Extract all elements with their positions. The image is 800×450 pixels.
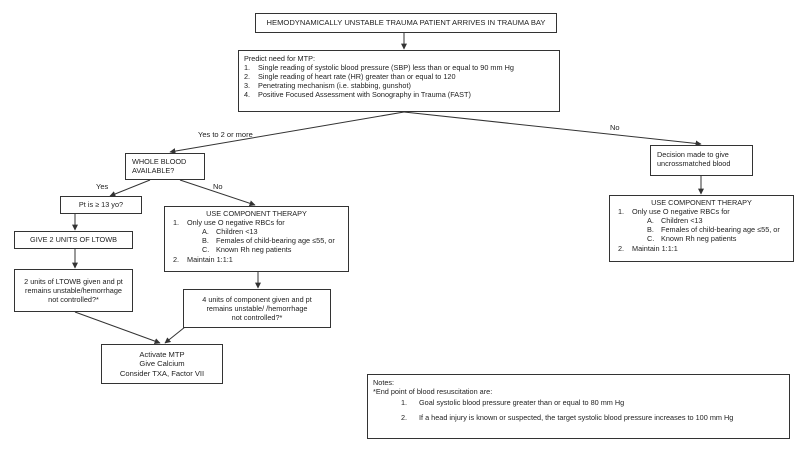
whole-blood-line2: AVAILABLE? [132,166,175,176]
notes-item: 2.If a head injury is known or suspected… [401,413,734,423]
age-box: Pt is ≥ 13 yo? [60,196,142,214]
predict-item: 2.Single reading of heart rate (HR) grea… [244,72,456,82]
predict-item: 4.Positive Focused Assessment with Sonog… [244,90,471,100]
component-right-title: USE COMPONENT THERAPY [651,198,752,207]
start-box-text: HEMODYNAMICALLY UNSTABLE TRAUMA PATIENT … [266,18,546,28]
label-no-blood: No [213,182,223,191]
predict-item: 1.Single reading of systolic blood press… [244,63,514,73]
ltowb-given-box: 2 units of LTOWB given and pt remains un… [14,269,133,312]
whole-blood-line1: WHOLE BLOOD [132,157,187,166]
arrow-predict-to-decision [403,111,702,147]
arrow-predict-to-whole-blood [169,111,405,155]
whole-blood-box: WHOLE BLOOD AVAILABLE? [125,153,205,180]
activate-mtp-box: Activate MTP Give Calcium Consider TXA, … [101,344,223,384]
decision-box: Decision made to give uncrossmatched blo… [650,145,753,176]
predict-item: 3.Penetrating mechanism (i.e. stabbing, … [244,81,411,91]
label-no-top: No [610,123,620,132]
notes-item: 1.Goal systolic blood pressure greater t… [401,398,625,408]
arrow-four-units-to-activate [164,326,186,344]
predict-title: Predict need for MTP: [244,54,315,63]
label-yes-blood: Yes [96,182,109,191]
notes-box: Notes: *End point of blood resuscitation… [367,374,790,439]
component-therapy-right-box: USE COMPONENT THERAPY 1.Only use O negat… [609,195,794,262]
notes-intro: *End point of blood resuscitation are: [373,387,493,397]
arrow-whole-blood-to-component [179,179,256,207]
component-therapy-left-box: USE COMPONENT THERAPY 1.Only use O negat… [164,206,349,272]
predict-mtp-box: Predict need for MTP: 1.Single reading o… [238,50,560,112]
label-yes-2-or-more: Yes to 2 or more [198,130,253,139]
notes-title: Notes: [373,378,395,387]
arrow-whole-blood-to-age [109,179,151,197]
arrow-given-to-activate [74,311,161,344]
start-box: HEMODYNAMICALLY UNSTABLE TRAUMA PATIENT … [255,13,557,33]
component-left-title: USE COMPONENT THERAPY [206,209,307,218]
give-ltowb-box: GIVE 2 UNITS OF LTOWB [14,231,133,249]
four-units-box: 4 units of component given and pt remain… [183,289,331,328]
